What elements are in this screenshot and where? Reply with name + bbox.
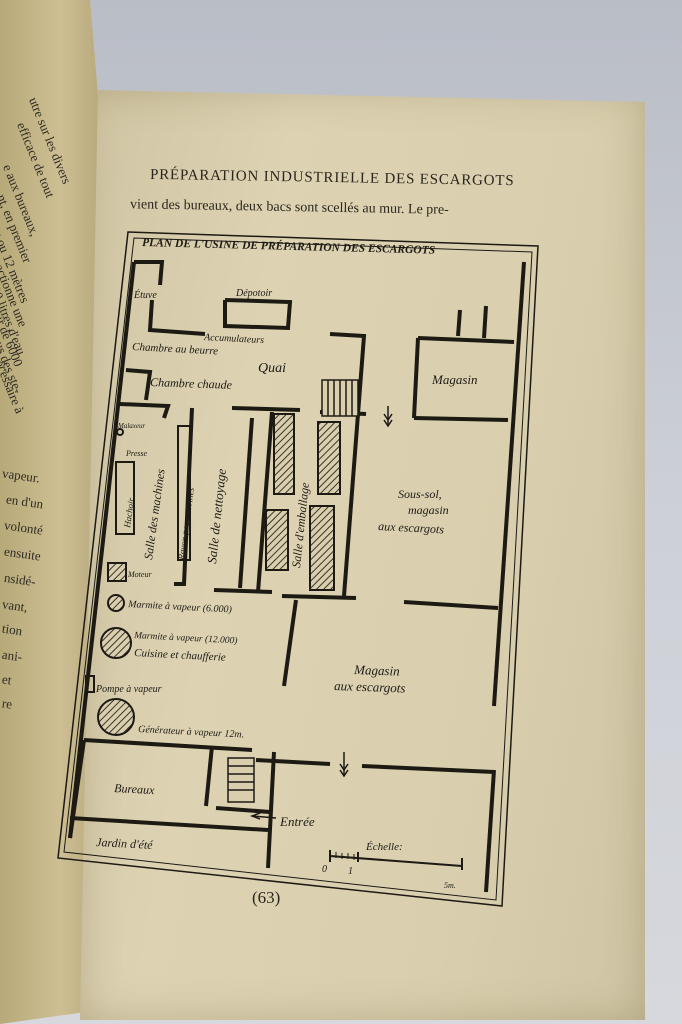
label-cuisine: Cuisine et chaufferie [134, 647, 226, 664]
label-presse: Presse [125, 449, 147, 458]
label-accumulateurs: Accumulateurs [203, 332, 265, 346]
label-chambre-chaude: Chambre chaude [150, 375, 233, 392]
label-malaxeur: Malaxeur [117, 422, 145, 430]
label-magasin-escargots-2: aux escargots [334, 678, 406, 695]
label-marmite-12000: Marmite à vapeur (12.000) [133, 630, 238, 646]
label-pompe: Pompe à vapeur [95, 684, 162, 695]
label-moteur: Moteur [127, 570, 152, 579]
scale-tick-5: 5m. [444, 881, 456, 890]
walls [68, 260, 526, 893]
label-salle-nettoyage: Salle de nettoyage [204, 468, 229, 565]
plan-outer-border [57, 231, 539, 907]
label-marmite-6000: Marmite à vapeur (6.000) [127, 599, 233, 616]
label-hachoir: Hachoir [122, 497, 136, 530]
label-depotoir: Dépotoir [235, 288, 272, 299]
label-bureaux: Bureaux [114, 781, 156, 797]
label-echelle: Échelle: [365, 841, 403, 853]
hachoir-box [115, 461, 135, 535]
plan-inner-border [63, 237, 533, 901]
stairs-top [321, 379, 359, 417]
label-magasin-escargots-1: Magasin [353, 662, 400, 679]
scale-tick-0: 0 [322, 864, 327, 875]
label-jardin: Jardin d'été [96, 835, 154, 852]
book-page [80, 90, 645, 1020]
label-entree: Entrée [279, 814, 315, 829]
label-generateur: Générateur à vapeur 12m. [138, 724, 245, 741]
label-chambre-beurre: Chambre au beurre [132, 341, 219, 357]
label-sous-sol-3: aux escargots [378, 519, 445, 536]
hatched-tables [107, 413, 341, 591]
rayon-terrines-rack [177, 425, 191, 561]
scale-tick-1: 1 [348, 866, 353, 877]
stairs-bottom [227, 757, 255, 803]
label-magasin-top: Magasin [431, 372, 478, 387]
arrow-icon [249, 406, 393, 820]
label-sous-sol-2: magasin [408, 503, 449, 517]
page-number: (63) [252, 888, 281, 907]
label-sous-sol-1: Sous-sol, [398, 487, 442, 501]
plan-title: PLAN DE L'USINE DE PRÉPARATION DES ESCAR… [142, 235, 435, 257]
label-quai: Quai [258, 361, 286, 376]
label-salle-machines: Salle des machines [141, 468, 168, 561]
scale-bar [329, 850, 463, 870]
steam-kettles [97, 594, 135, 736]
label-etuve: Étuve [133, 289, 157, 301]
